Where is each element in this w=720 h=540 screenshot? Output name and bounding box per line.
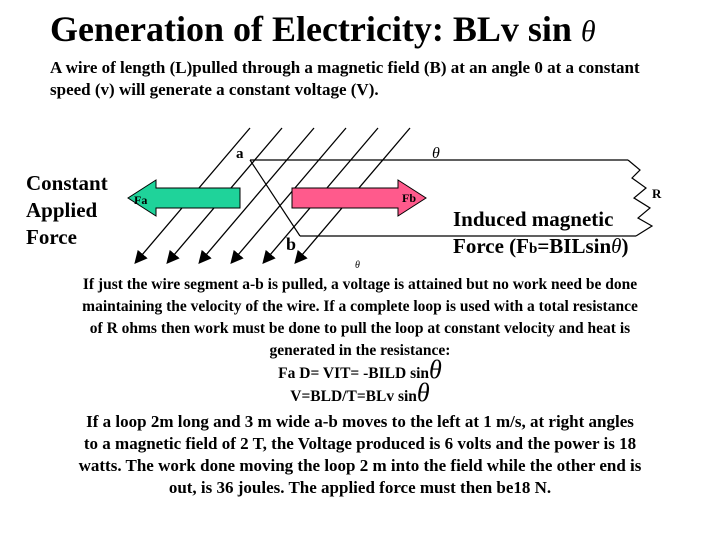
title-text: Generation of Electricity: BLv sin	[50, 9, 581, 49]
left-label-line: Constant	[26, 171, 108, 195]
fa-arrow	[127, 179, 241, 217]
paragraph-1: If just the wire segment a-b is pulled, …	[82, 276, 638, 359]
field-line	[198, 127, 315, 264]
title-theta-symbol: θ	[580, 15, 596, 48]
left-label-line: Force	[26, 225, 77, 249]
resistor	[627, 159, 654, 237]
fb-arrow	[291, 179, 427, 217]
label-fa: Fa	[134, 193, 147, 207]
label-r: R	[652, 186, 662, 201]
field-line	[230, 127, 347, 264]
induced-force-label: Induced magnetic Force (Fb=BILsinθ)	[453, 206, 629, 263]
induced-label-line: Induced magnetic	[453, 207, 614, 231]
subtitle: A wire of length (L)pulled through a mag…	[50, 58, 640, 99]
wire-segment-ab	[249, 159, 301, 237]
theta-small-symbol: θ	[355, 260, 360, 271]
paragraph-2: If a loop 2m long and 3 m wide a-b moves…	[78, 412, 642, 497]
induced-label-formula: Force (Fb=BILsinθ)	[453, 234, 629, 258]
theta-symbol: θ	[429, 355, 442, 384]
equation-2: V=BLD/T=BLv sinθ	[290, 378, 430, 407]
theta-top-symbol: θ	[432, 145, 440, 162]
equation-1: Fa D= VIT= -BILD sinθ	[278, 355, 442, 384]
explanation-text: If just the wire segment a-b is pulled, …	[78, 274, 642, 499]
left-label-line: Applied	[26, 198, 98, 222]
constant-applied-force-label: Constant Applied Force	[26, 170, 108, 251]
label-a: a	[236, 146, 244, 162]
page-title: Generation of Electricity: BLv sin θ	[50, 8, 596, 50]
theta-symbol: θ	[416, 378, 430, 407]
label-fb: Fb	[402, 191, 416, 205]
label-b: b	[286, 234, 296, 254]
